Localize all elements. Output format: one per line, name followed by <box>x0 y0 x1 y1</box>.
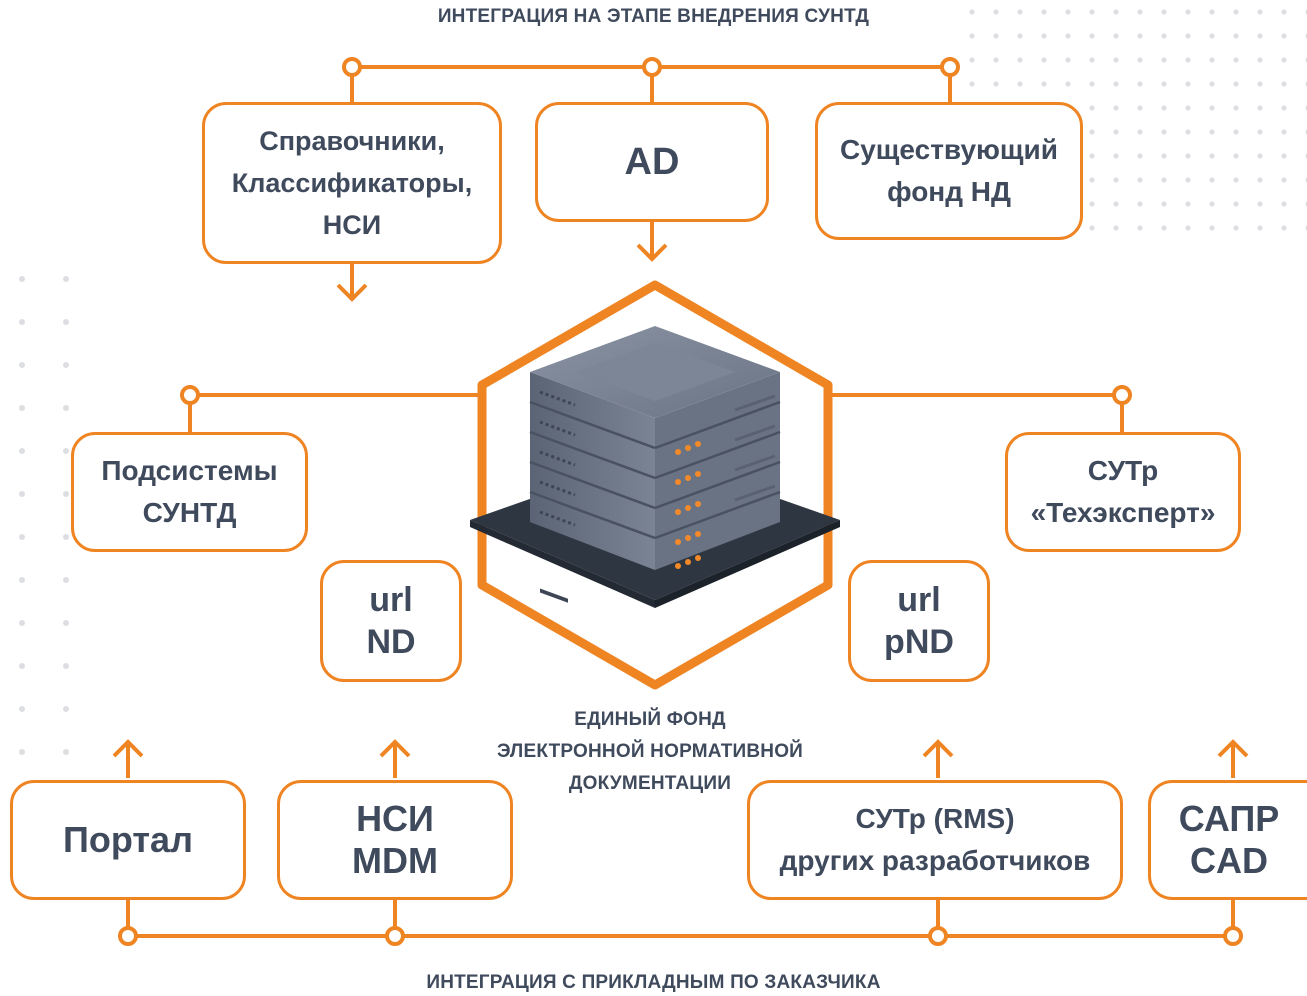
box-label: url <box>369 581 413 619</box>
bottom-caption: ИНТЕГРАЦИЯ С ПРИКЛАДНЫМ ПО ЗАКАЗЧИКА <box>0 972 1307 994</box>
box-label: фонд НД <box>887 176 1011 207</box>
center-caption-line: ДОКУМЕНТАЦИИ <box>568 773 732 794</box>
box-label: url <box>897 581 941 619</box>
box-label: НСИ <box>356 798 434 839</box>
box-sutr-rms: СУТр (RMS) других разработчиков <box>747 780 1123 900</box>
box-label: СУТр <box>1087 455 1159 486</box>
bottom-arrows <box>112 739 1249 778</box>
box-reference-data: Справочники, Классификаторы, НСИ <box>202 102 502 264</box>
box-url-pnd: url pND <box>848 560 990 682</box>
top-caption-text: ИНТЕГРАЦИЯ НА ЭТАПЕ ВНЕДРЕНИЯ СУНТД <box>437 6 870 27</box>
box-sapr-cad: САПР CAD <box>1148 780 1307 900</box>
box-nsi-mdm: НСИ MDM <box>277 780 513 900</box>
box-label: CAD <box>1190 840 1268 881</box>
bottom-caption-text: ИНТЕГРАЦИЯ С ПРИКЛАДНЫМ ПО ЗАКАЗЧИКА <box>426 972 881 993</box>
box-subsystems: Подсистемы СУНТД <box>71 432 308 552</box>
central-hexagon <box>477 280 833 690</box>
box-url-nd: url ND <box>320 560 462 682</box>
bottom-connector <box>126 900 1235 938</box>
server-rack-icon <box>470 326 840 608</box>
box-label: Классификаторы, <box>231 168 473 198</box>
box-sutr-techexpert: СУТр «Техэксперт» <box>1005 432 1241 552</box>
box-label: Портал <box>63 819 193 860</box>
box-label: pND <box>884 623 954 661</box>
box-portal: Портал <box>10 780 246 900</box>
box-label: Подсистемы <box>101 455 278 486</box>
box-label: других разработчиков <box>779 845 1091 876</box>
box-label: ND <box>366 623 416 661</box>
box-label: MDM <box>352 840 438 881</box>
center-caption-line: ЕДИНЫЙ ФОНД <box>574 709 726 730</box>
center-caption-line: ЭЛЕКТРОННОЙ НОРМАТИВНОЙ <box>496 741 804 762</box>
box-label: Справочники, <box>259 126 445 156</box>
box-label: НСИ <box>322 210 382 240</box>
bottom-connector-nodes <box>118 926 1243 946</box>
box-label: СУНТД <box>142 497 237 528</box>
top-caption: ИНТЕГРАЦИЯ НА ЭТАПЕ ВНЕДРЕНИЯ СУНТД <box>0 6 1307 28</box>
box-label: Существующий <box>840 134 1058 165</box>
box-ad: AD <box>535 102 769 222</box>
box-existing-fund: Существующий фонд НД <box>815 102 1083 240</box>
box-label: AD <box>624 140 680 183</box>
box-label: САПР <box>1178 798 1280 839</box>
side-connector-nodes <box>180 385 1132 405</box>
box-label: «Техэксперт» <box>1030 497 1216 528</box>
top-connector-nodes <box>342 57 960 77</box>
center-caption: ЕДИНЫЙ ФОНД ЭЛЕКТРОННОЙ НОРМАТИВНОЙ ДОКУ… <box>470 704 830 800</box>
box-label: СУТр (RMS) <box>855 803 1015 834</box>
